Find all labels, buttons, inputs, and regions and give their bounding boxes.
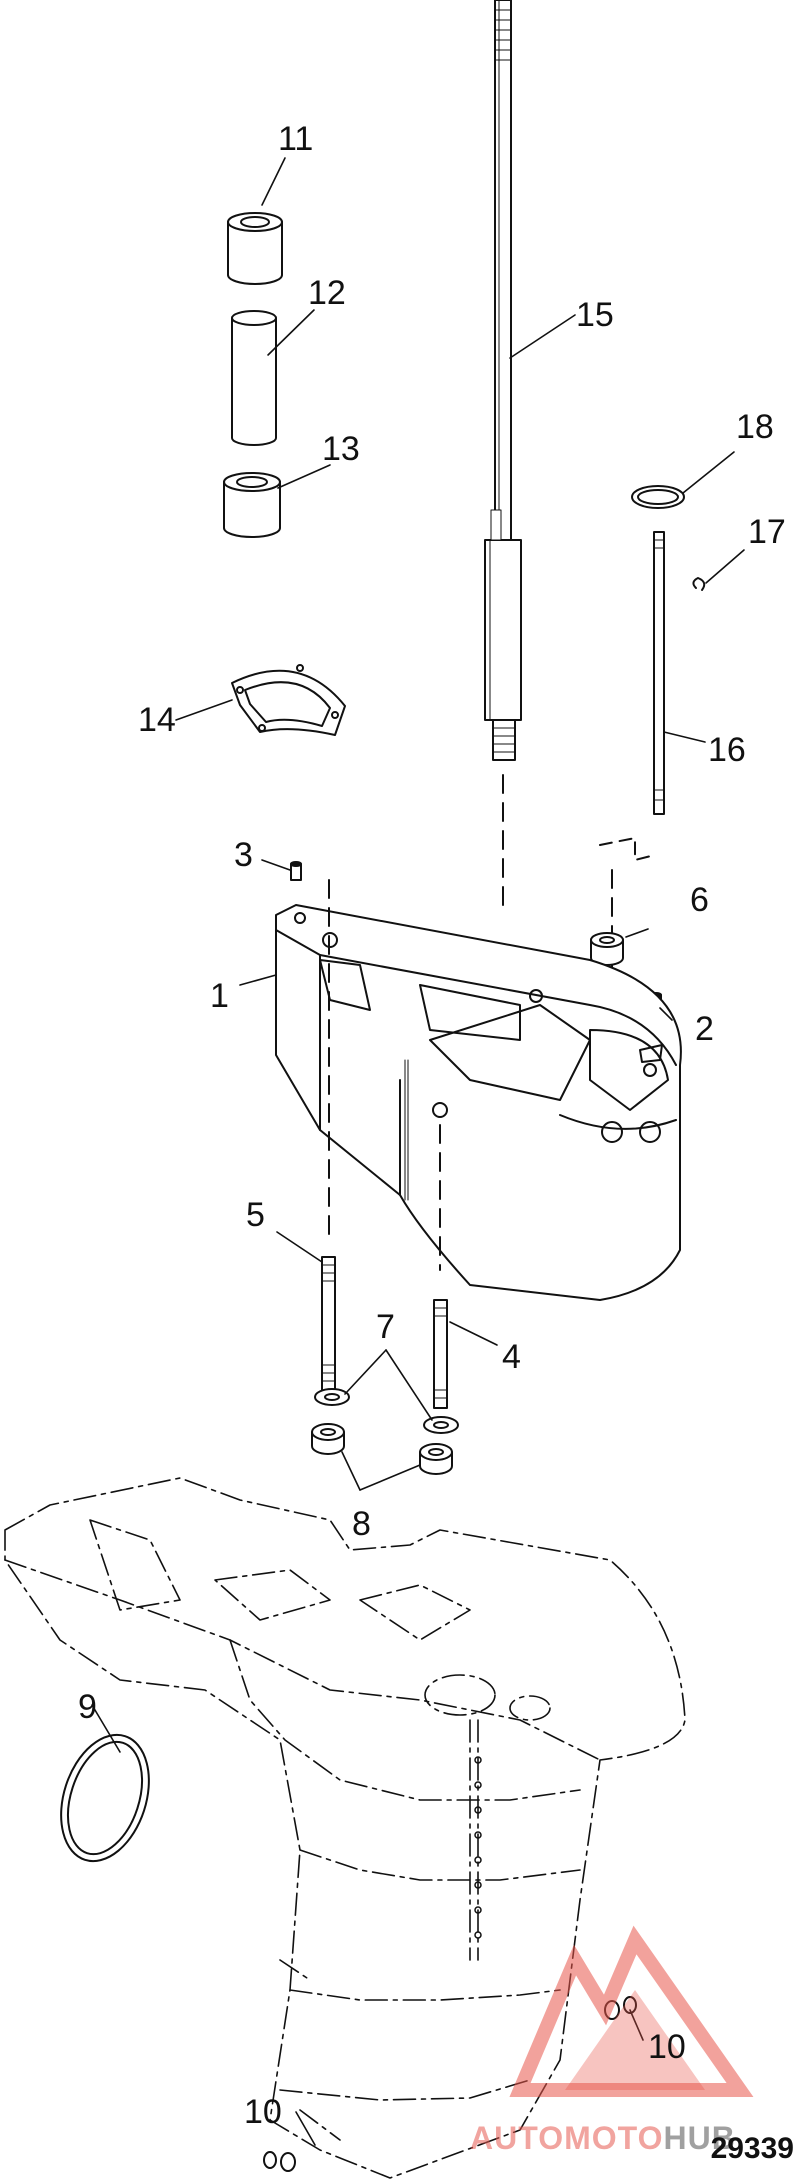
hex-nut-top [590, 932, 624, 966]
callout-16: 16 [708, 731, 746, 769]
stud-left [321, 1256, 336, 1393]
driveshaft [484, 0, 522, 761]
o-ring-small [631, 485, 685, 509]
callout-18: 18 [736, 408, 774, 446]
gear-housing-phantom [4, 1477, 686, 2179]
watermark-text: AUTOMOTOHUB [470, 2120, 736, 2157]
gasket [231, 664, 346, 736]
watermark-text-b: HUB [663, 2120, 736, 2156]
spacer-plate [275, 904, 682, 1301]
stud-right [433, 1299, 448, 1409]
retaining-clip [692, 577, 706, 591]
callout-15: 15 [576, 296, 614, 334]
bushing-upper [227, 212, 283, 285]
callout-1: 1 [210, 977, 229, 1015]
shift-shaft [653, 531, 665, 815]
shift-shaft-centerline [599, 837, 656, 861]
callout-10-upper: 10 [648, 2028, 686, 2066]
washer-right [423, 1416, 459, 1434]
callout-2: 2 [695, 1010, 714, 1048]
callout-9: 9 [78, 1688, 97, 1726]
watermark-text-a: AUTOMOTO [470, 2120, 664, 2156]
callout-12: 12 [308, 274, 346, 312]
callout-13: 13 [322, 430, 360, 468]
callout-8: 8 [352, 1505, 371, 1543]
callout-10-lower: 10 [244, 2093, 282, 2131]
callout-11: 11 [278, 120, 314, 158]
bushing-tube [231, 310, 277, 446]
bushing-lower [223, 472, 281, 538]
dowel-pin-left [290, 861, 302, 881]
gear-housing-holes [474, 1756, 482, 1939]
callout-7: 7 [376, 1308, 395, 1346]
callout-6: 6 [690, 881, 709, 919]
callout-3: 3 [234, 836, 253, 874]
callout-4: 4 [502, 1338, 521, 1376]
callout-5: 5 [246, 1196, 265, 1234]
callout-14: 14 [138, 701, 176, 739]
figure-number: 29339 [710, 2132, 794, 2165]
leader-lines [91, 157, 745, 2146]
drain-plug-lower [263, 2151, 296, 2172]
automotohub-logo [509, 1925, 754, 2097]
hex-nut-right [419, 1443, 453, 1475]
callout-17: 17 [748, 513, 786, 551]
o-ring-large [60, 1733, 150, 1863]
washer-left [314, 1388, 350, 1406]
hex-nut-left [311, 1423, 345, 1455]
